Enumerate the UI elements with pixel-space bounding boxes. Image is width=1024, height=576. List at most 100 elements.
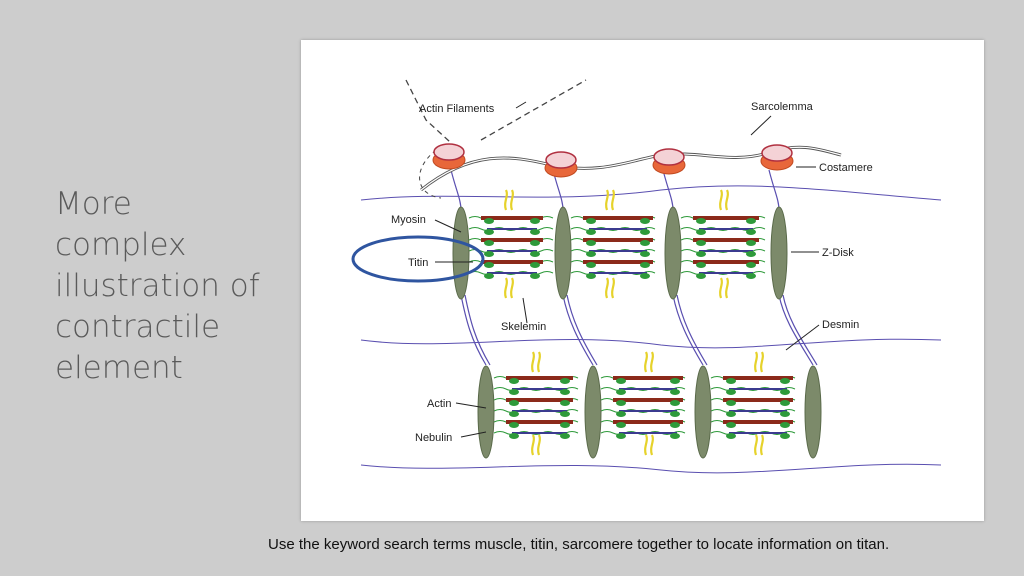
actin-bead bbox=[560, 422, 570, 428]
actin-bead bbox=[586, 273, 596, 279]
actin-bead bbox=[780, 400, 790, 406]
title-line: element bbox=[55, 350, 183, 386]
actin-bead bbox=[530, 240, 540, 246]
actin-bead bbox=[746, 273, 756, 279]
myosin-filament bbox=[613, 398, 683, 402]
actin-bead bbox=[484, 251, 494, 257]
label-pointer bbox=[460, 431, 487, 438]
actin-bead bbox=[560, 411, 570, 417]
membrane-line bbox=[360, 338, 942, 349]
skelemin-filament bbox=[605, 277, 609, 299]
skelemin-filament bbox=[504, 189, 508, 211]
desmin-filament bbox=[676, 294, 708, 366]
actin-bead bbox=[696, 240, 706, 246]
z-disk bbox=[584, 365, 602, 459]
label-z-disk: Z-Disk bbox=[822, 247, 854, 259]
desmin-filament bbox=[450, 169, 462, 211]
actin-bead bbox=[616, 389, 626, 395]
actin-bead bbox=[560, 378, 570, 384]
actin-bead bbox=[509, 378, 519, 384]
costamere-cap bbox=[761, 144, 793, 162]
z-disk bbox=[477, 365, 495, 459]
actin-bead bbox=[616, 411, 626, 417]
titin-strand bbox=[512, 410, 567, 412]
actin-bead bbox=[616, 378, 626, 384]
label-titin: Titin bbox=[408, 257, 428, 269]
actin-bead bbox=[530, 251, 540, 257]
myosin-filament bbox=[613, 376, 683, 380]
skelemin-filament bbox=[719, 189, 723, 211]
diagram-image: Actin Filaments Sarcolemma Costamere Myo… bbox=[301, 40, 984, 521]
skelemin-filament bbox=[725, 189, 729, 211]
z-disks bbox=[452, 206, 822, 459]
actin-bead bbox=[530, 229, 540, 235]
label-nebulin: Nebulin bbox=[415, 432, 452, 444]
skelemin-filament bbox=[644, 351, 648, 373]
actin-bead bbox=[509, 411, 519, 417]
actin-bead bbox=[484, 240, 494, 246]
actin-bead bbox=[746, 240, 756, 246]
sarcomeres bbox=[468, 216, 796, 439]
actin-bead bbox=[484, 229, 494, 235]
title-line: complex bbox=[55, 227, 187, 263]
actin-bead bbox=[696, 218, 706, 224]
actin-bead bbox=[560, 389, 570, 395]
actin-bead bbox=[530, 262, 540, 268]
actin-bead bbox=[780, 389, 790, 395]
titin-strand bbox=[512, 388, 567, 390]
actin-bead bbox=[586, 218, 596, 224]
label-pointer bbox=[434, 219, 462, 233]
actin-bead bbox=[640, 251, 650, 257]
title-line: More bbox=[55, 186, 132, 222]
titin-strand bbox=[589, 250, 647, 252]
costamere-cap bbox=[653, 148, 685, 166]
titin-strand bbox=[589, 272, 647, 274]
actin-bead bbox=[746, 262, 756, 268]
desmin-filament bbox=[778, 294, 814, 366]
actin-bead bbox=[640, 240, 650, 246]
actin-bead bbox=[640, 229, 650, 235]
actin-bead bbox=[640, 218, 650, 224]
myosin-filament bbox=[693, 238, 759, 242]
actin-bead bbox=[696, 229, 706, 235]
desmin-filaments bbox=[360, 169, 942, 474]
titin-strand bbox=[699, 272, 753, 274]
label-pointer bbox=[785, 324, 820, 351]
myosin-filament bbox=[723, 376, 793, 380]
actin-bead bbox=[586, 229, 596, 235]
costameres bbox=[432, 143, 794, 178]
label-pointer bbox=[455, 402, 487, 409]
label-pointer bbox=[750, 115, 772, 136]
myosin-filament bbox=[583, 260, 653, 264]
title-line: illustration of bbox=[55, 268, 260, 304]
skelemin-filament bbox=[605, 189, 609, 211]
titin-strand bbox=[699, 250, 753, 252]
actin-bead bbox=[670, 422, 680, 428]
z-disk bbox=[770, 206, 788, 300]
contractile-element-diagram: Actin Filaments Sarcolemma Costamere Myo… bbox=[351, 79, 942, 474]
titin-strand bbox=[512, 432, 567, 434]
label-myosin: Myosin bbox=[391, 214, 426, 226]
desmin-filament bbox=[460, 294, 487, 366]
z-disk bbox=[694, 365, 712, 459]
myosin-filament bbox=[506, 398, 573, 402]
actin-bead bbox=[780, 378, 790, 384]
actin-bead bbox=[484, 273, 494, 279]
actin-bead bbox=[586, 251, 596, 257]
actin-bead bbox=[586, 240, 596, 246]
actin-bead bbox=[530, 218, 540, 224]
title-line: contractile bbox=[55, 309, 221, 345]
label-sarcolemma: Sarcolemma bbox=[751, 101, 814, 113]
actin-bead bbox=[780, 411, 790, 417]
slide-title: More complex illustration of contractile… bbox=[55, 184, 285, 389]
desmin-filament bbox=[768, 169, 780, 211]
actin-bead bbox=[616, 422, 626, 428]
skelemin-filament bbox=[754, 351, 758, 373]
label-pointer bbox=[515, 101, 527, 109]
titin-strand bbox=[487, 272, 537, 274]
actin-bead bbox=[670, 400, 680, 406]
label-desmin: Desmin bbox=[822, 319, 859, 331]
actin-bead bbox=[746, 251, 756, 257]
skelemin-filament bbox=[760, 351, 764, 373]
skelemin-filament bbox=[537, 351, 541, 373]
